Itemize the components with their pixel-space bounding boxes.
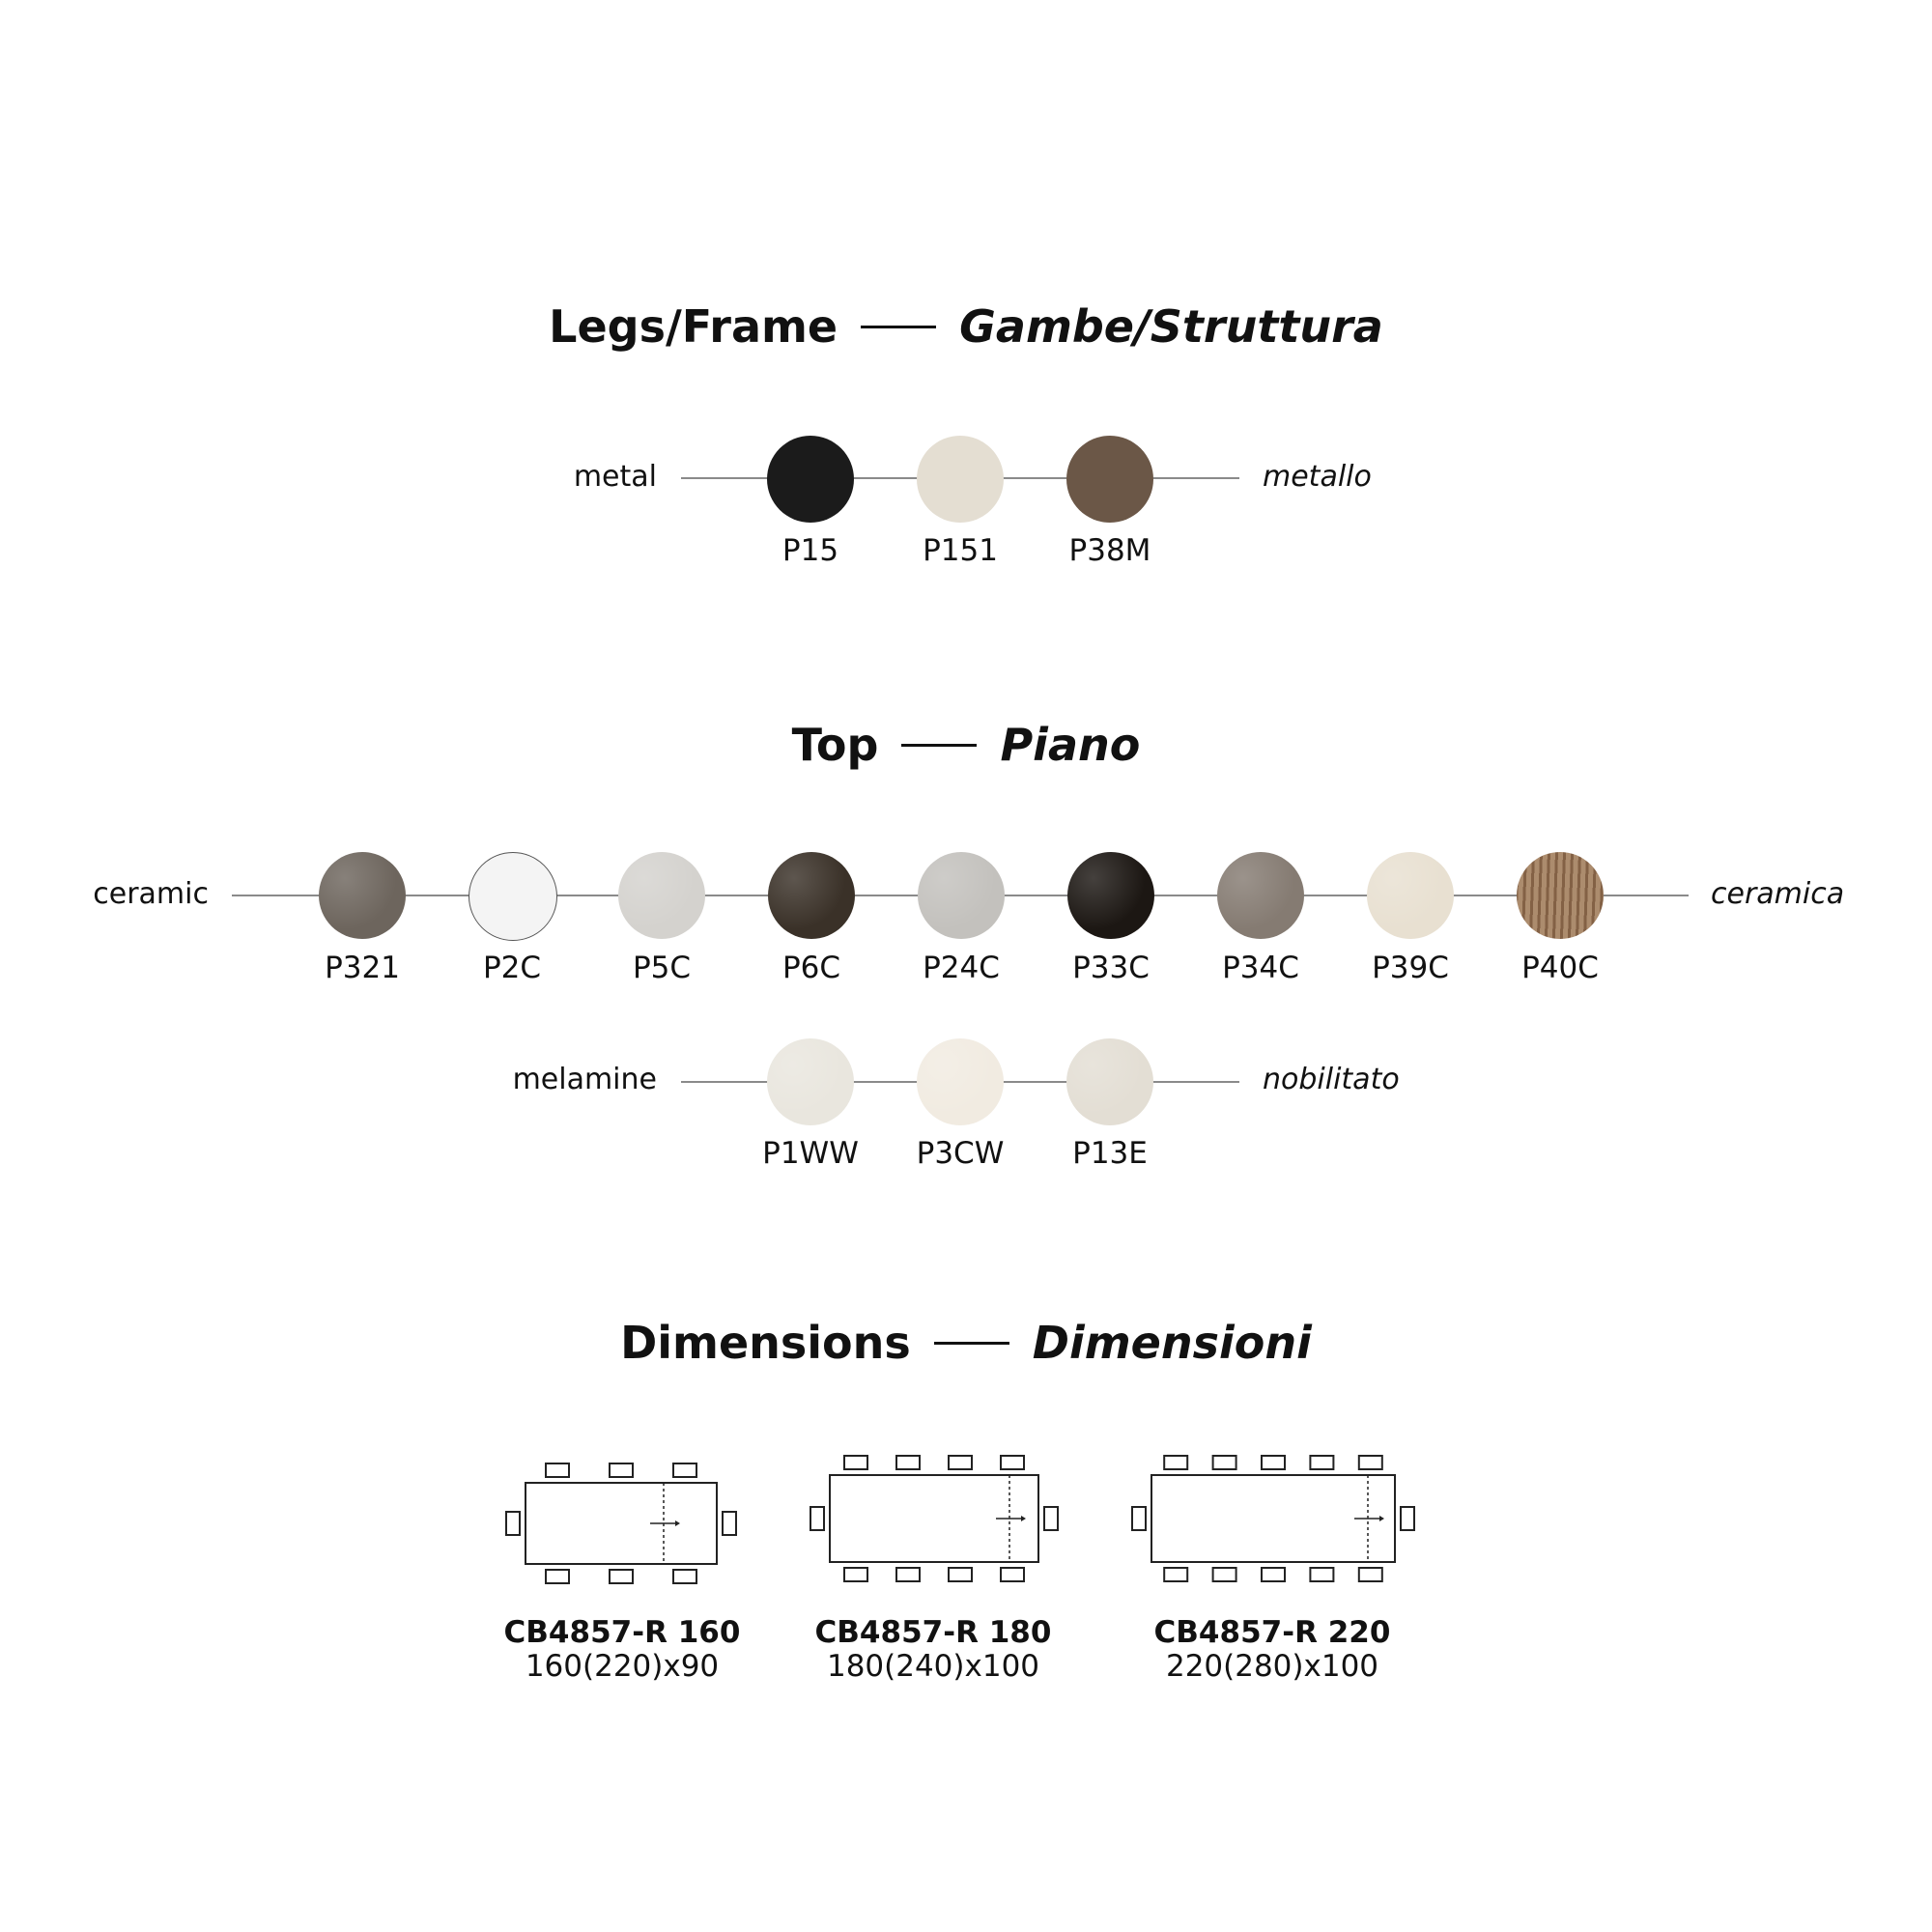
chair-bottom <box>895 1567 921 1582</box>
chair-right <box>722 1511 737 1536</box>
chair-top <box>1000 1455 1025 1470</box>
model-name-180: CB4857-R 180 <box>814 1615 1052 1650</box>
model-size-160: 160(220)x90 <box>525 1649 720 1684</box>
melamine-label: melamine <box>512 1063 657 1096</box>
swatch-p321[interactable] <box>319 852 406 939</box>
table-top <box>525 1482 718 1565</box>
swatch-p15[interactable] <box>767 436 854 523</box>
swatch-p24c[interactable] <box>918 852 1005 939</box>
chair-top <box>609 1463 634 1478</box>
chair-bottom <box>843 1567 868 1582</box>
swatch-p40c[interactable] <box>1517 852 1604 939</box>
heading-dash <box>861 325 937 328</box>
model-size-220: 220(280)x100 <box>1165 1649 1379 1684</box>
chair-bottom <box>1000 1567 1025 1582</box>
heading-dash <box>933 1341 1009 1345</box>
chair-top <box>1163 1455 1189 1470</box>
table-top <box>829 1474 1039 1563</box>
chair-left <box>505 1511 521 1536</box>
chair-bottom <box>1211 1567 1237 1582</box>
chair-top <box>1211 1455 1237 1470</box>
ceramic-label: ceramic <box>93 877 209 911</box>
chair-bottom <box>948 1567 973 1582</box>
model-name-220: CB4857-R 220 <box>1153 1615 1391 1650</box>
swatch-code: P2C <box>482 951 542 985</box>
swatch-code: P321 <box>325 951 400 985</box>
chair-top <box>545 1463 570 1478</box>
swatch-code: P6C <box>781 951 841 985</box>
swatch-code: P40C <box>1521 951 1599 985</box>
model-size-180: 180(240)x100 <box>826 1649 1040 1684</box>
swatch-p5c[interactable] <box>618 852 705 939</box>
table-plan-160 <box>505 1463 737 1584</box>
extension-arrowhead <box>1379 1516 1384 1521</box>
top-heading: Top Piano <box>0 711 1932 779</box>
legs-title-en: Legs/Frame <box>549 300 838 353</box>
chair-top <box>895 1455 921 1470</box>
chair-right <box>1043 1506 1059 1531</box>
nobilitato-label: nobilitato <box>1263 1063 1400 1096</box>
chair-top <box>1357 1455 1383 1470</box>
swatch-p6c[interactable] <box>768 852 855 939</box>
dimensions-heading: Dimensions Dimensioni <box>0 1309 1932 1377</box>
extension-arrowhead <box>1021 1516 1026 1521</box>
dimensions-title-en: Dimensions <box>620 1317 911 1369</box>
heading-dash <box>901 743 978 747</box>
table-top <box>1151 1474 1396 1563</box>
chair-right <box>1400 1506 1415 1531</box>
swatch-code: P33C <box>1072 951 1150 985</box>
table-plan-180 <box>810 1455 1059 1582</box>
chair-bottom <box>545 1569 570 1584</box>
swatch-p3cw[interactable] <box>917 1038 1004 1125</box>
swatch-code: P38M <box>1068 533 1151 568</box>
chair-bottom <box>1163 1567 1189 1582</box>
chair-top <box>843 1455 868 1470</box>
table-plan-220 <box>1131 1455 1415 1582</box>
swatch-p39c[interactable] <box>1367 852 1454 939</box>
chair-top <box>672 1463 697 1478</box>
swatch-code: P24C <box>923 951 1000 985</box>
swatch-p33c[interactable] <box>1067 852 1154 939</box>
chair-top <box>1261 1455 1286 1470</box>
model-name-160: CB4857-R 160 <box>503 1615 741 1650</box>
chair-bottom <box>1357 1567 1383 1582</box>
chair-top <box>948 1455 973 1470</box>
chair-bottom <box>1309 1567 1335 1582</box>
swatch-code: P13E <box>1072 1136 1148 1171</box>
swatch-code: P151 <box>923 533 998 568</box>
swatch-code: P3CW <box>916 1136 1005 1171</box>
chair-left <box>1131 1506 1147 1531</box>
chair-bottom <box>609 1569 634 1584</box>
top-title-en: Top <box>791 719 879 771</box>
swatch-p38m[interactable] <box>1066 436 1153 523</box>
swatch-code: P5C <box>632 951 692 985</box>
metallo-label: metallo <box>1263 460 1372 494</box>
legs-title-it: Gambe/Struttura <box>959 300 1383 353</box>
metal-label: metal <box>573 460 657 494</box>
top-title-it: Piano <box>1000 719 1141 771</box>
swatch-p151[interactable] <box>917 436 1004 523</box>
swatch-p2c[interactable] <box>469 852 557 941</box>
extension-arrowhead <box>675 1520 680 1526</box>
swatch-code: P1WW <box>762 1136 859 1171</box>
chair-left <box>810 1506 825 1531</box>
swatch-p1ww[interactable] <box>767 1038 854 1125</box>
swatch-p34c[interactable] <box>1217 852 1304 939</box>
swatch-code: P34C <box>1222 951 1299 985</box>
ceramica-label: ceramica <box>1711 877 1845 911</box>
dimensions-title-it: Dimensioni <box>1032 1317 1312 1369</box>
swatch-code: P15 <box>781 533 839 568</box>
legs-heading: Legs/Frame Gambe/Struttura <box>0 293 1932 360</box>
chair-bottom <box>672 1569 697 1584</box>
swatch-p13e[interactable] <box>1066 1038 1153 1125</box>
swatch-code: P39C <box>1372 951 1449 985</box>
chair-top <box>1309 1455 1335 1470</box>
chair-bottom <box>1261 1567 1286 1582</box>
